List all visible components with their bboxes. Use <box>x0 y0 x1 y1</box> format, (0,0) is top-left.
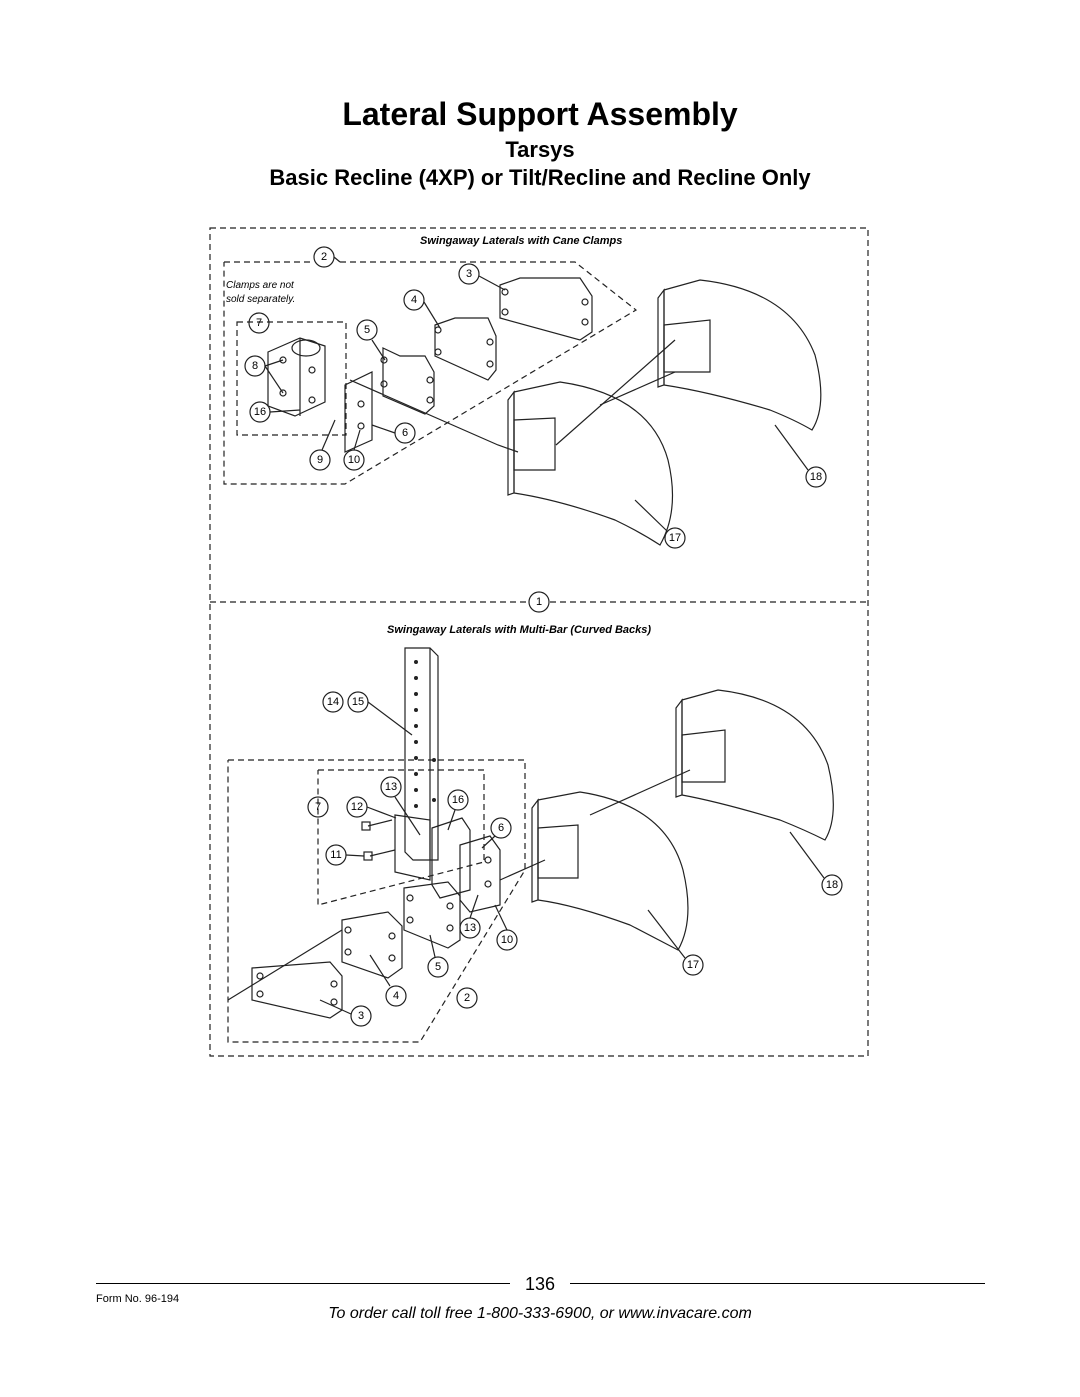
callout-11: 11 <box>330 849 341 861</box>
callout-3b: 3 <box>358 1010 364 1022</box>
kit-boundary-top <box>223 261 638 485</box>
callout-6: 6 <box>402 427 408 439</box>
callout-6b: 6 <box>498 822 504 834</box>
callout-9: 9 <box>317 454 323 466</box>
callout-4: 4 <box>411 294 417 306</box>
callout-13a: 13 <box>385 781 397 793</box>
form-number: Form No. 96-194 <box>96 1293 180 1305</box>
callout-10b: 10 <box>501 934 513 946</box>
bracket-top-3 <box>499 277 593 341</box>
callout-18: 18 <box>810 471 822 483</box>
page-title: Lateral Support Assembly <box>342 96 738 132</box>
callout-4b: 4 <box>393 990 399 1002</box>
bottom-callouts: 14 15 13 16 7 12 6 11 13 10 5 2 4 <box>307 691 843 1027</box>
lateral-pad-top-18 <box>657 279 822 431</box>
callout-7b: 7 <box>315 801 321 813</box>
diagram-frame <box>209 227 869 1057</box>
bracket-top-4 <box>434 317 497 381</box>
model-subtitle: Basic Recline (4XP) or Tilt/Recline and … <box>269 165 811 190</box>
callout-8: 8 <box>252 360 258 372</box>
callout-3: 3 <box>466 268 472 280</box>
callout-17b: 17 <box>687 959 699 971</box>
callout-15: 15 <box>352 696 364 708</box>
callout-2: 2 <box>321 251 327 263</box>
top-caption: Swingaway Laterals with Cane Clamps <box>420 235 622 247</box>
callout-5b: 5 <box>435 961 441 973</box>
callout-16: 16 <box>254 406 266 418</box>
callout-1: 1 <box>536 596 542 608</box>
page-number: 136 <box>524 1274 556 1294</box>
footer-rule-left <box>96 1283 510 1284</box>
callout-17: 17 <box>669 532 681 544</box>
callout-2b: 2 <box>464 992 470 1004</box>
product-subtitle: Tarsys <box>505 137 575 162</box>
callout-7: 7 <box>256 317 262 329</box>
lateral-pad-bottom-18 <box>675 689 834 841</box>
lateral-pad-top-17 <box>507 381 674 546</box>
bracket-top-6 <box>344 371 373 453</box>
clamps-note-line1: Clamps are not <box>226 280 295 291</box>
bracket-bottom-3 <box>251 961 343 1019</box>
lateral-pad-bottom-17 <box>531 791 689 951</box>
top-callouts: 2 3 4 5 6 7 8 16 9 10 18 17 <box>244 246 827 549</box>
callout-14: 14 <box>327 696 339 708</box>
callout-10: 10 <box>348 454 360 466</box>
cane-clamp <box>267 337 326 417</box>
callout-5: 5 <box>364 324 370 336</box>
footer-rule-right <box>570 1283 985 1284</box>
callout-16b: 16 <box>452 794 464 806</box>
bracket-bottom-4 <box>341 911 403 979</box>
order-info: To order call toll free 1-800-333-6900, … <box>328 1305 752 1322</box>
kit-boundary-bottom <box>227 759 526 1043</box>
bottom-caption: Swingaway Laterals with Multi-Bar (Curve… <box>387 624 651 636</box>
callout-13b: 13 <box>464 922 476 934</box>
bracket-top-5 <box>380 347 435 415</box>
callout-12: 12 <box>351 801 363 813</box>
clamps-note-line2: sold separately. <box>226 294 295 305</box>
callout-18b: 18 <box>826 879 838 891</box>
bracket-bottom-5 <box>403 881 461 949</box>
